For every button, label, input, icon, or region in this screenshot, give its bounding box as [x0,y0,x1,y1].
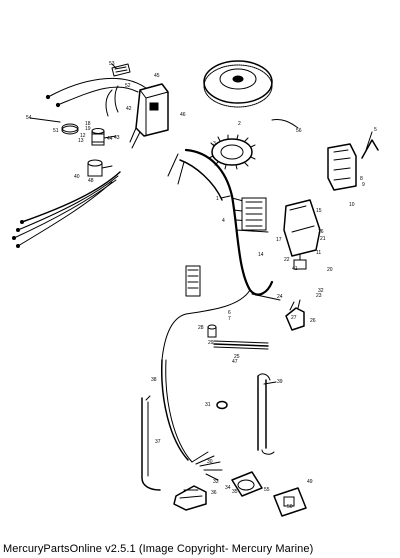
callout-48: 48 [88,178,94,184]
relay [293,254,307,270]
callout-7: 7 [228,316,231,322]
callout-42: 42 [126,106,132,112]
callout-15: 15 [316,208,322,214]
callout-5: 5 [374,127,377,133]
callout-44: 44 [107,136,113,142]
callout-43: 43 [114,135,120,141]
callout-38: 38 [151,377,157,383]
starter-relay [285,299,305,331]
callout-25: 25 [234,354,240,360]
callout-16: 16 [318,229,324,235]
horn [173,485,207,511]
callout-21: 21 [320,236,326,242]
callout-52: 52 [125,83,131,89]
callout-50: 50 [287,504,293,510]
callout-31: 31 [205,402,211,408]
callout-41: 41 [292,266,298,272]
callout-13: 13 [78,138,84,144]
callout-49: 49 [307,479,313,485]
bracket-5 [361,139,379,159]
callout-29: 29 [208,340,214,346]
harness-to-lower-cowl [160,359,193,463]
decal [111,63,131,77]
callout-6: 6 [228,310,231,316]
copyright-caption: MercuryPartsOnline v2.5.1 (Image Copyrig… [3,543,314,555]
callout-12: 12 [80,133,86,139]
flywheel [203,60,273,108]
callout-27: 27 [291,315,297,321]
callout-2: 2 [238,121,241,127]
main-wiring-harness [161,148,281,361]
stator-lead-56 [271,119,299,129]
wire-tube [213,340,269,350]
key-switch [231,471,263,497]
callout-33: 33 [213,479,219,485]
callout-20: 20 [327,267,333,273]
callout-39: 39 [277,379,283,385]
switch-box [129,83,169,149]
callout-17: 17 [276,237,282,243]
callout-3: 3 [213,141,216,147]
terminal-block [241,197,267,231]
callout-47: 47 [232,359,238,365]
grommet-plate [185,265,201,297]
battery-cable-bundle [12,171,121,248]
rectifier [207,324,217,338]
callout-8: 8 [360,176,363,182]
callout-34: 34 [225,485,231,491]
callout-40: 40 [74,174,80,180]
starter-solenoid [87,159,113,177]
callout-9: 9 [362,182,365,188]
stator [208,134,256,170]
callout-35: 35 [232,489,238,495]
clamp-31 [216,400,228,410]
callout-24: 24 [277,294,283,300]
switch-panel [273,487,307,517]
callout-19: 19 [85,126,91,132]
callout-30: 30 [207,459,213,465]
callout-23: 23 [316,293,322,299]
cable-lower-right [257,373,275,455]
leader-lines [29,63,373,401]
callout-54: 54 [26,115,32,121]
callout-18: 18 [85,121,91,127]
wire-fan [191,451,223,481]
callout-28: 28 [198,325,204,331]
callout-22: 22 [284,257,290,263]
callout-45: 45 [154,73,160,79]
callout-36: 36 [211,490,217,496]
mounting-plate [283,199,321,257]
callout-4: 4 [222,218,225,224]
callout-37: 37 [155,439,161,445]
ignition-coil [91,128,117,146]
rectifier-cap [61,123,79,135]
callout-32: 32 [318,288,324,294]
callout-1: 1 [216,196,219,202]
callout-56: 56 [296,128,302,134]
callout-10: 10 [349,202,355,208]
callout-11: 11 [316,250,321,256]
voltage-regulator [327,143,357,191]
callout-55: 55 [264,487,270,493]
callout-14: 14 [258,252,264,258]
exploded-parts-diagram: 1 2 3 4 5 6 7 8 9 10 11 12 13 14 15 16 1… [12,60,379,517]
callout-26: 26 [310,318,316,324]
callout-46: 46 [180,112,186,118]
cable-37 [141,397,161,491]
callout-labels: 1 2 3 4 5 6 7 8 9 10 11 12 13 14 15 16 1… [26,61,377,510]
harness-leads-upper-left [45,77,147,117]
callout-51: 51 [53,128,59,134]
